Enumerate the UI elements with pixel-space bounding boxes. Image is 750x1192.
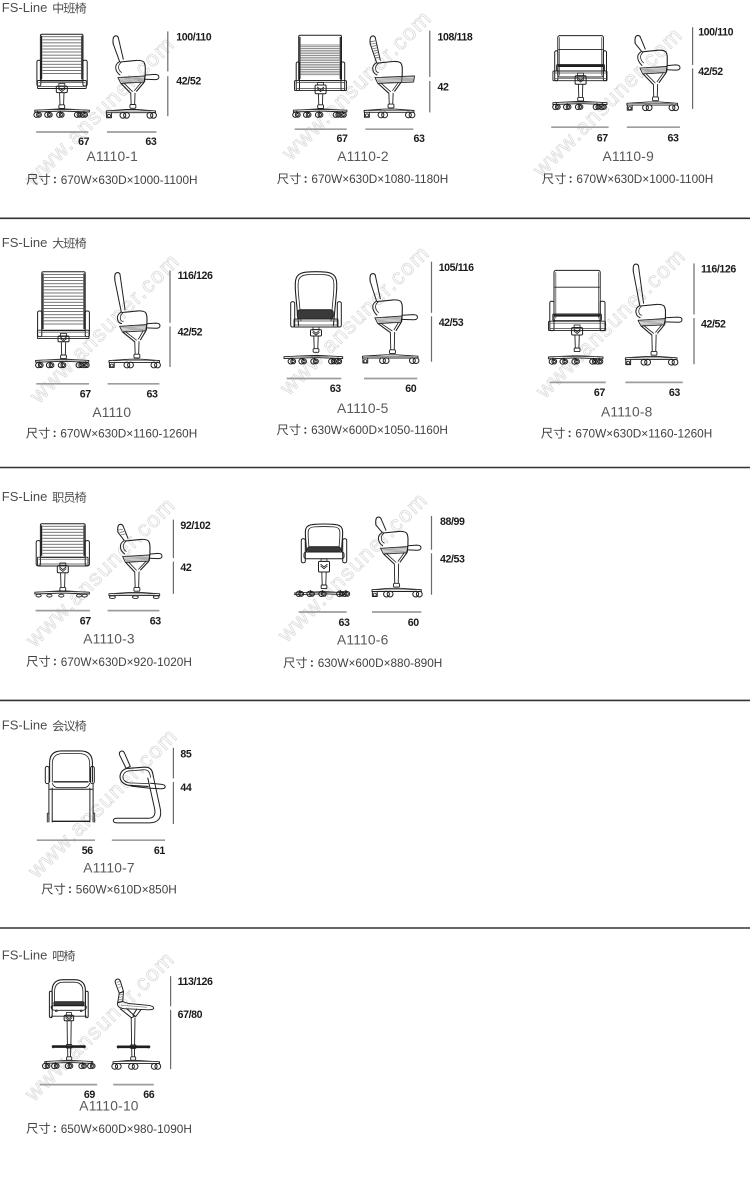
svg-text:560W×610D×850H: 560W×610D×850H [76,883,177,897]
svg-text:42/53: 42/53 [440,554,465,566]
svg-text:67: 67 [594,387,605,399]
svg-text:105/116: 105/116 [439,262,474,274]
svg-text:100/110: 100/110 [176,31,211,43]
svg-text:42/52: 42/52 [178,327,203,339]
svg-text:67: 67 [80,616,91,628]
svg-text:42/53: 42/53 [439,317,464,329]
svg-text:67: 67 [337,133,348,145]
svg-text:A1110-5: A1110-5 [337,401,389,416]
svg-text:670W×630D×1160-1260H: 670W×630D×1160-1260H [60,427,197,441]
svg-text:670W×630D×1160-1260H: 670W×630D×1160-1260H [575,427,712,441]
svg-text:113/126: 113/126 [178,976,213,988]
svg-text:670W×630D×1000-1100H: 670W×630D×1000-1100H [576,172,713,186]
svg-text:670W×630D×920-1020H: 670W×630D×920-1020H [61,655,192,669]
svg-text:63: 63 [147,389,158,401]
svg-text:63: 63 [150,616,161,628]
svg-text:FS-Line: FS-Line [2,235,48,250]
svg-text:42/52: 42/52 [701,319,726,331]
svg-text:56: 56 [82,845,93,857]
svg-text:A1110-7: A1110-7 [83,861,135,876]
svg-text:FS-Line: FS-Line [2,948,48,963]
svg-text:67: 67 [80,389,91,401]
svg-text:60: 60 [408,617,419,629]
svg-text:42/52: 42/52 [176,76,201,88]
svg-text:A1110-10: A1110-10 [79,1099,139,1114]
svg-text:63: 63 [330,383,341,395]
svg-text:108/118: 108/118 [438,31,473,43]
svg-text:42: 42 [180,562,191,574]
svg-text:A1110-6: A1110-6 [337,633,389,648]
svg-text:A1110-3: A1110-3 [83,632,135,647]
svg-text:FS-Line: FS-Line [2,0,48,15]
svg-text:85: 85 [180,749,191,761]
svg-text:42/52: 42/52 [698,66,723,78]
svg-text:67: 67 [78,136,89,148]
svg-text:63: 63 [145,136,156,148]
svg-text:A1110-1: A1110-1 [87,149,139,164]
svg-text:670W×630D×1080-1180H: 670W×630D×1080-1180H [311,172,448,186]
svg-text:63: 63 [414,133,425,145]
svg-text:A1110: A1110 [92,405,131,420]
svg-text:630W×600D×880-890H: 630W×600D×880-890H [318,656,443,670]
svg-text:67/80: 67/80 [178,1009,203,1021]
svg-text:60: 60 [405,383,416,395]
svg-text:A1110-8: A1110-8 [601,405,653,420]
svg-text:630W×600D×1050-1160H: 630W×600D×1050-1160H [311,423,448,437]
svg-text:92/102: 92/102 [180,520,211,532]
svg-text:61: 61 [154,845,165,857]
svg-text:63: 63 [668,133,679,145]
svg-text:650W×600D×980-1090H: 650W×600D×980-1090H [61,1122,192,1136]
svg-text:116/126: 116/126 [701,264,736,276]
svg-text:A1110-2: A1110-2 [337,149,389,164]
svg-text:FS-Line: FS-Line [2,489,48,504]
svg-text:63: 63 [669,387,680,399]
svg-text:88/99: 88/99 [440,516,465,528]
svg-text:670W×630D×1000-1100H: 670W×630D×1000-1100H [61,173,198,187]
svg-text:42: 42 [438,82,449,94]
svg-text:66: 66 [143,1089,154,1101]
svg-text:A1110-9: A1110-9 [602,149,654,164]
svg-text:67: 67 [597,133,608,145]
svg-text:116/126: 116/126 [178,270,213,282]
svg-text:100/110: 100/110 [698,27,733,39]
svg-text:FS-Line: FS-Line [2,718,48,733]
svg-text:44: 44 [180,782,191,794]
svg-text:63: 63 [339,617,350,629]
